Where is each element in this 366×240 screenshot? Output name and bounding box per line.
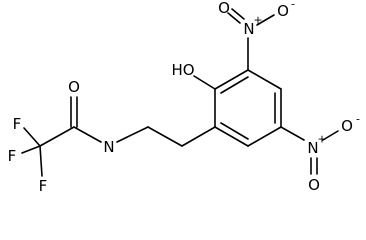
- atom-labels: F F F O N HO N + O - O N + O - O: [8, 0, 360, 195]
- atom-f3: F: [39, 177, 48, 195]
- chemical-structure: F F F O N HO N + O - O N + O - O: [8, 0, 360, 195]
- bond-ring-nitro2: [280, 126, 305, 141]
- atom-amide-n: N: [103, 138, 114, 156]
- nitro2-minus-charge: -: [356, 113, 360, 126]
- bond-cf3-carbonyl: [39, 126, 75, 147]
- atom-f2: F: [8, 147, 17, 165]
- bond-carbonyl-n: [73, 126, 102, 143]
- atom-nitro1-o-minus: O: [277, 2, 289, 20]
- nitro1-plus-charge: +: [253, 14, 262, 27]
- ring-bond-3-4: [247, 69, 282, 90]
- bond-nitro1-o-b: [231, 8, 245, 20]
- ring-inner-6-1: [220, 122, 249, 140]
- atom-nitro2-o-minus: O: [341, 117, 353, 135]
- atom-nitro2-o: O: [308, 176, 320, 194]
- bond-nitro2-o-minus: [322, 130, 339, 141]
- nitro1-minus-charge: -: [291, 0, 295, 11]
- atom-nitro2-n: N: [307, 139, 318, 157]
- atom-nitro1-n: N: [243, 20, 254, 38]
- bond-c-f3: [39, 145, 43, 177]
- bond-c-f2: [21, 145, 41, 154]
- ring-bond-6-1: [214, 126, 249, 147]
- ring-bond-5-6: [247, 126, 282, 147]
- ring-bond-2-3: [214, 69, 249, 90]
- atom-f1: F: [13, 115, 22, 133]
- nitro2-plus-charge: +: [317, 133, 326, 146]
- atom-nitro1-o: O: [218, 0, 230, 17]
- atom-carbonyl-o: O: [68, 78, 80, 96]
- bond-c-f1: [23, 127, 41, 147]
- bonds: [21, 8, 339, 177]
- bond-ch2-ch2: [147, 126, 183, 147]
- bond-nitro1-o-a: [227, 12, 241, 24]
- bond-n-ch2: [116, 126, 149, 143]
- bond-ch2-ring: [181, 126, 216, 147]
- ring-inner-2-3: [220, 76, 249, 94]
- bond-ring-oh: [193, 75, 216, 90]
- atom-hydroxyl: HO: [171, 61, 194, 79]
- bond-nitro1-o-minus: [256, 14, 275, 26]
